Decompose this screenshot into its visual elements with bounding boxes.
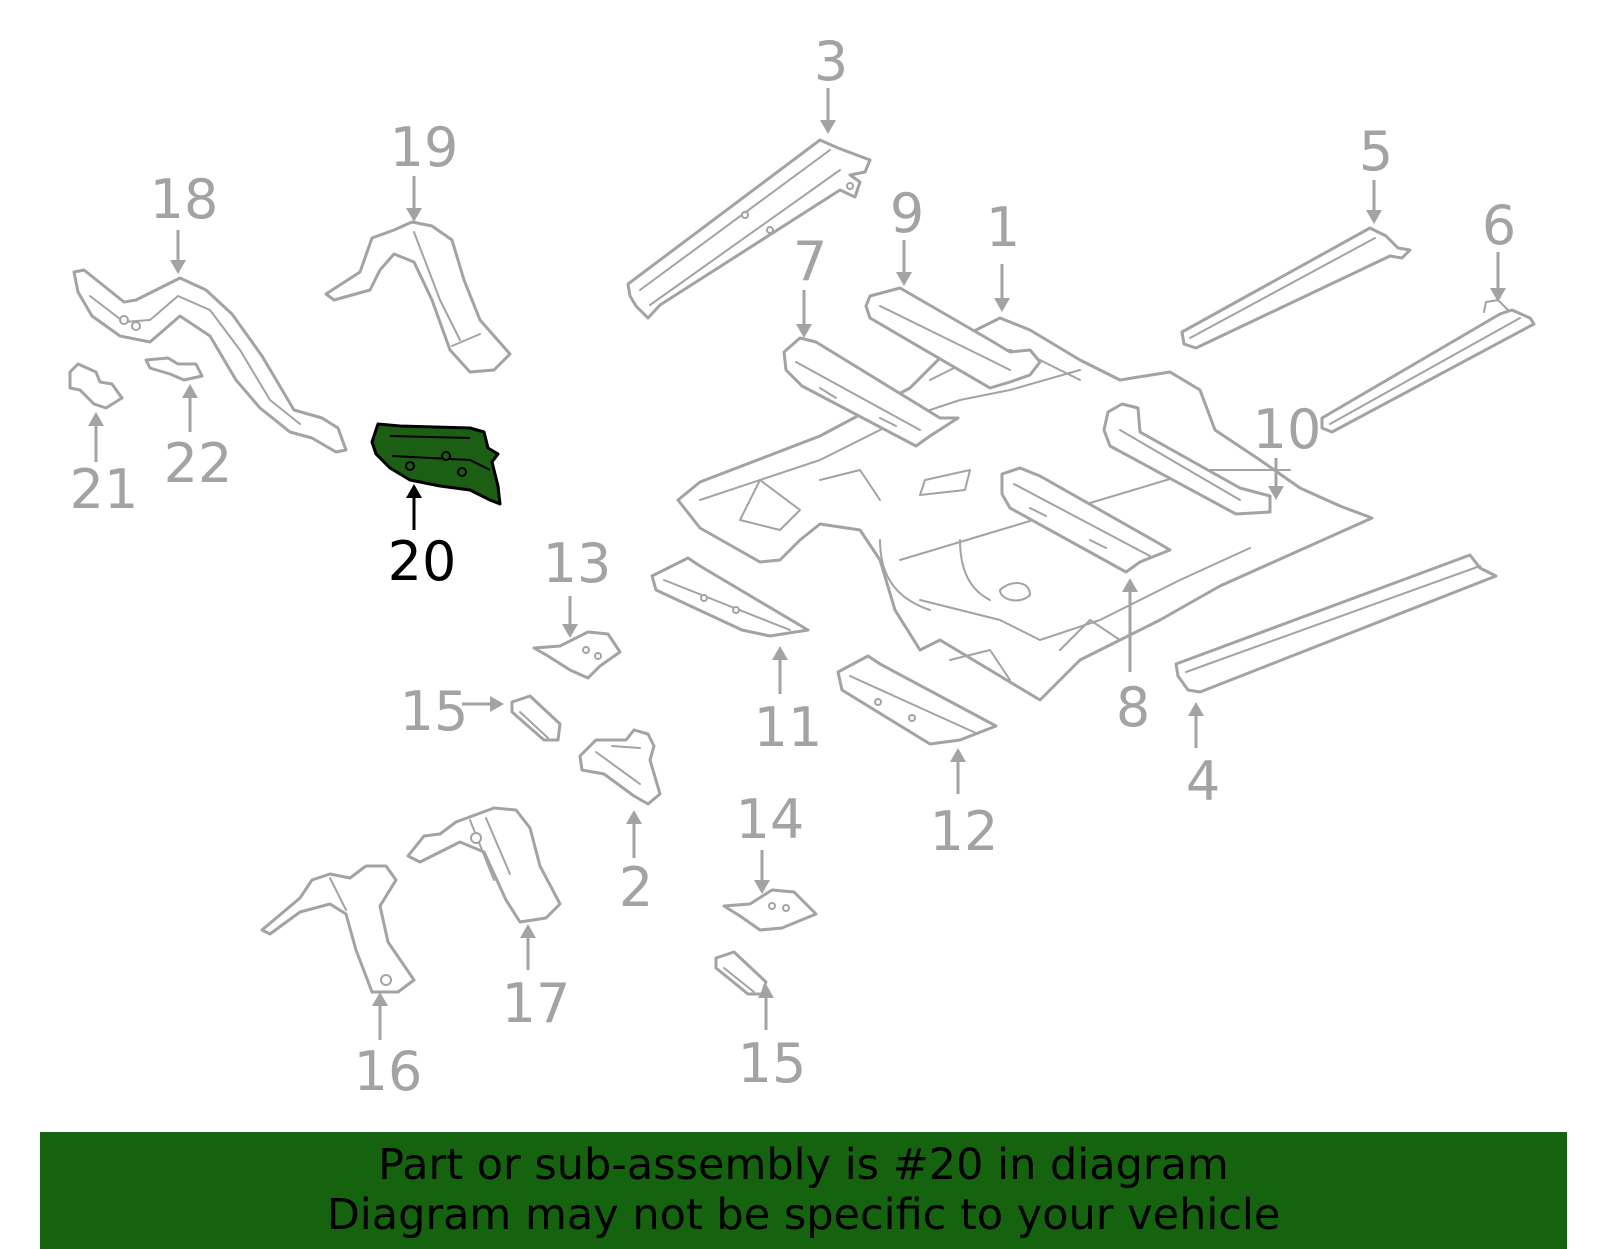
svg-text:9: 9 <box>890 182 924 245</box>
svg-text:15: 15 <box>738 1032 807 1095</box>
callout-5[interactable]: 5 <box>1359 120 1393 224</box>
part-16-wheel-arch[interactable] <box>260 864 416 994</box>
callout-2[interactable]: 2 <box>619 810 653 919</box>
callout-15-lower[interactable]: 15 <box>738 984 807 1095</box>
callout-7[interactable]: 7 <box>793 230 827 338</box>
svg-text:3: 3 <box>814 30 848 93</box>
svg-text:4: 4 <box>1186 750 1220 813</box>
callout-8[interactable]: 8 <box>1116 578 1150 739</box>
part-21-bracket[interactable] <box>68 362 124 410</box>
callout-9[interactable]: 9 <box>890 182 924 286</box>
svg-text:19: 19 <box>390 116 459 179</box>
part-3-cross-member[interactable] <box>626 138 872 320</box>
part-19-wheel-arch[interactable] <box>324 220 512 374</box>
svg-text:13: 13 <box>543 532 612 595</box>
svg-text:21: 21 <box>70 458 139 521</box>
info-banner: Part or sub-assembly is #20 in diagram D… <box>40 1132 1567 1249</box>
part-15-lower-bracket[interactable] <box>714 950 768 996</box>
part-22-bracket[interactable] <box>144 356 204 382</box>
callout-3[interactable]: 3 <box>814 30 848 134</box>
callout-18[interactable]: 18 <box>150 168 219 274</box>
svg-text:17: 17 <box>502 972 571 1035</box>
callout-12[interactable]: 12 <box>930 748 999 863</box>
part-10-cross-member[interactable] <box>1102 402 1272 516</box>
svg-text:10: 10 <box>1253 398 1322 461</box>
svg-text:5: 5 <box>1359 120 1393 183</box>
part-13-bracket[interactable] <box>532 630 622 680</box>
part-5-rail[interactable] <box>1180 226 1412 350</box>
callout-17[interactable]: 17 <box>502 924 571 1035</box>
part-4-rocker[interactable] <box>1174 553 1498 694</box>
svg-text:8: 8 <box>1116 676 1150 739</box>
svg-text:7: 7 <box>793 230 827 293</box>
svg-text:1: 1 <box>986 196 1020 259</box>
svg-text:18: 18 <box>150 168 219 231</box>
callout-11[interactable]: 11 <box>754 646 823 759</box>
part-6-rail[interactable] <box>1320 299 1536 434</box>
part-7-cross-member[interactable] <box>782 336 960 448</box>
svg-text:14: 14 <box>736 788 805 851</box>
svg-text:6: 6 <box>1482 194 1516 257</box>
part-2-bracket[interactable] <box>578 728 662 806</box>
callout-1[interactable]: 1 <box>986 196 1020 312</box>
svg-text:12: 12 <box>930 800 999 863</box>
part-12-bracket[interactable] <box>836 654 998 746</box>
callout-10[interactable]: 10 <box>1253 398 1322 500</box>
banner-line-2: Diagram may not be specific to your vehi… <box>326 1190 1281 1240</box>
callout-6[interactable]: 6 <box>1482 194 1516 302</box>
part-17-wheel-arch[interactable] <box>406 806 562 924</box>
callout-20-highlighted[interactable]: 20 <box>388 484 457 593</box>
callout-13[interactable]: 13 <box>543 532 612 638</box>
callout-15-upper[interactable]: 15 <box>400 680 504 743</box>
callout-14[interactable]: 14 <box>736 788 805 894</box>
part-20-highlighted[interactable] <box>370 422 502 506</box>
part-11-bracket[interactable] <box>650 556 810 638</box>
part-8-cross-member[interactable] <box>1000 466 1172 574</box>
svg-text:20: 20 <box>388 530 457 593</box>
svg-text:11: 11 <box>754 696 823 759</box>
svg-text:15: 15 <box>400 680 469 743</box>
part-15-upper-bracket[interactable] <box>510 694 562 742</box>
callout-4[interactable]: 4 <box>1186 702 1220 813</box>
svg-text:22: 22 <box>164 432 233 495</box>
part-14-bracket[interactable] <box>722 888 818 932</box>
svg-text:16: 16 <box>354 1040 423 1103</box>
callout-19[interactable]: 19 <box>390 116 459 222</box>
part-9-cross-member[interactable] <box>864 286 1042 390</box>
svg-text:2: 2 <box>619 856 653 919</box>
callout-16[interactable]: 16 <box>354 992 423 1103</box>
part-18-side-member[interactable] <box>72 268 348 454</box>
callout-21[interactable]: 21 <box>70 412 139 521</box>
banner-line-1: Part or sub-assembly is #20 in diagram <box>378 1140 1229 1190</box>
callout-22[interactable]: 22 <box>164 384 233 495</box>
